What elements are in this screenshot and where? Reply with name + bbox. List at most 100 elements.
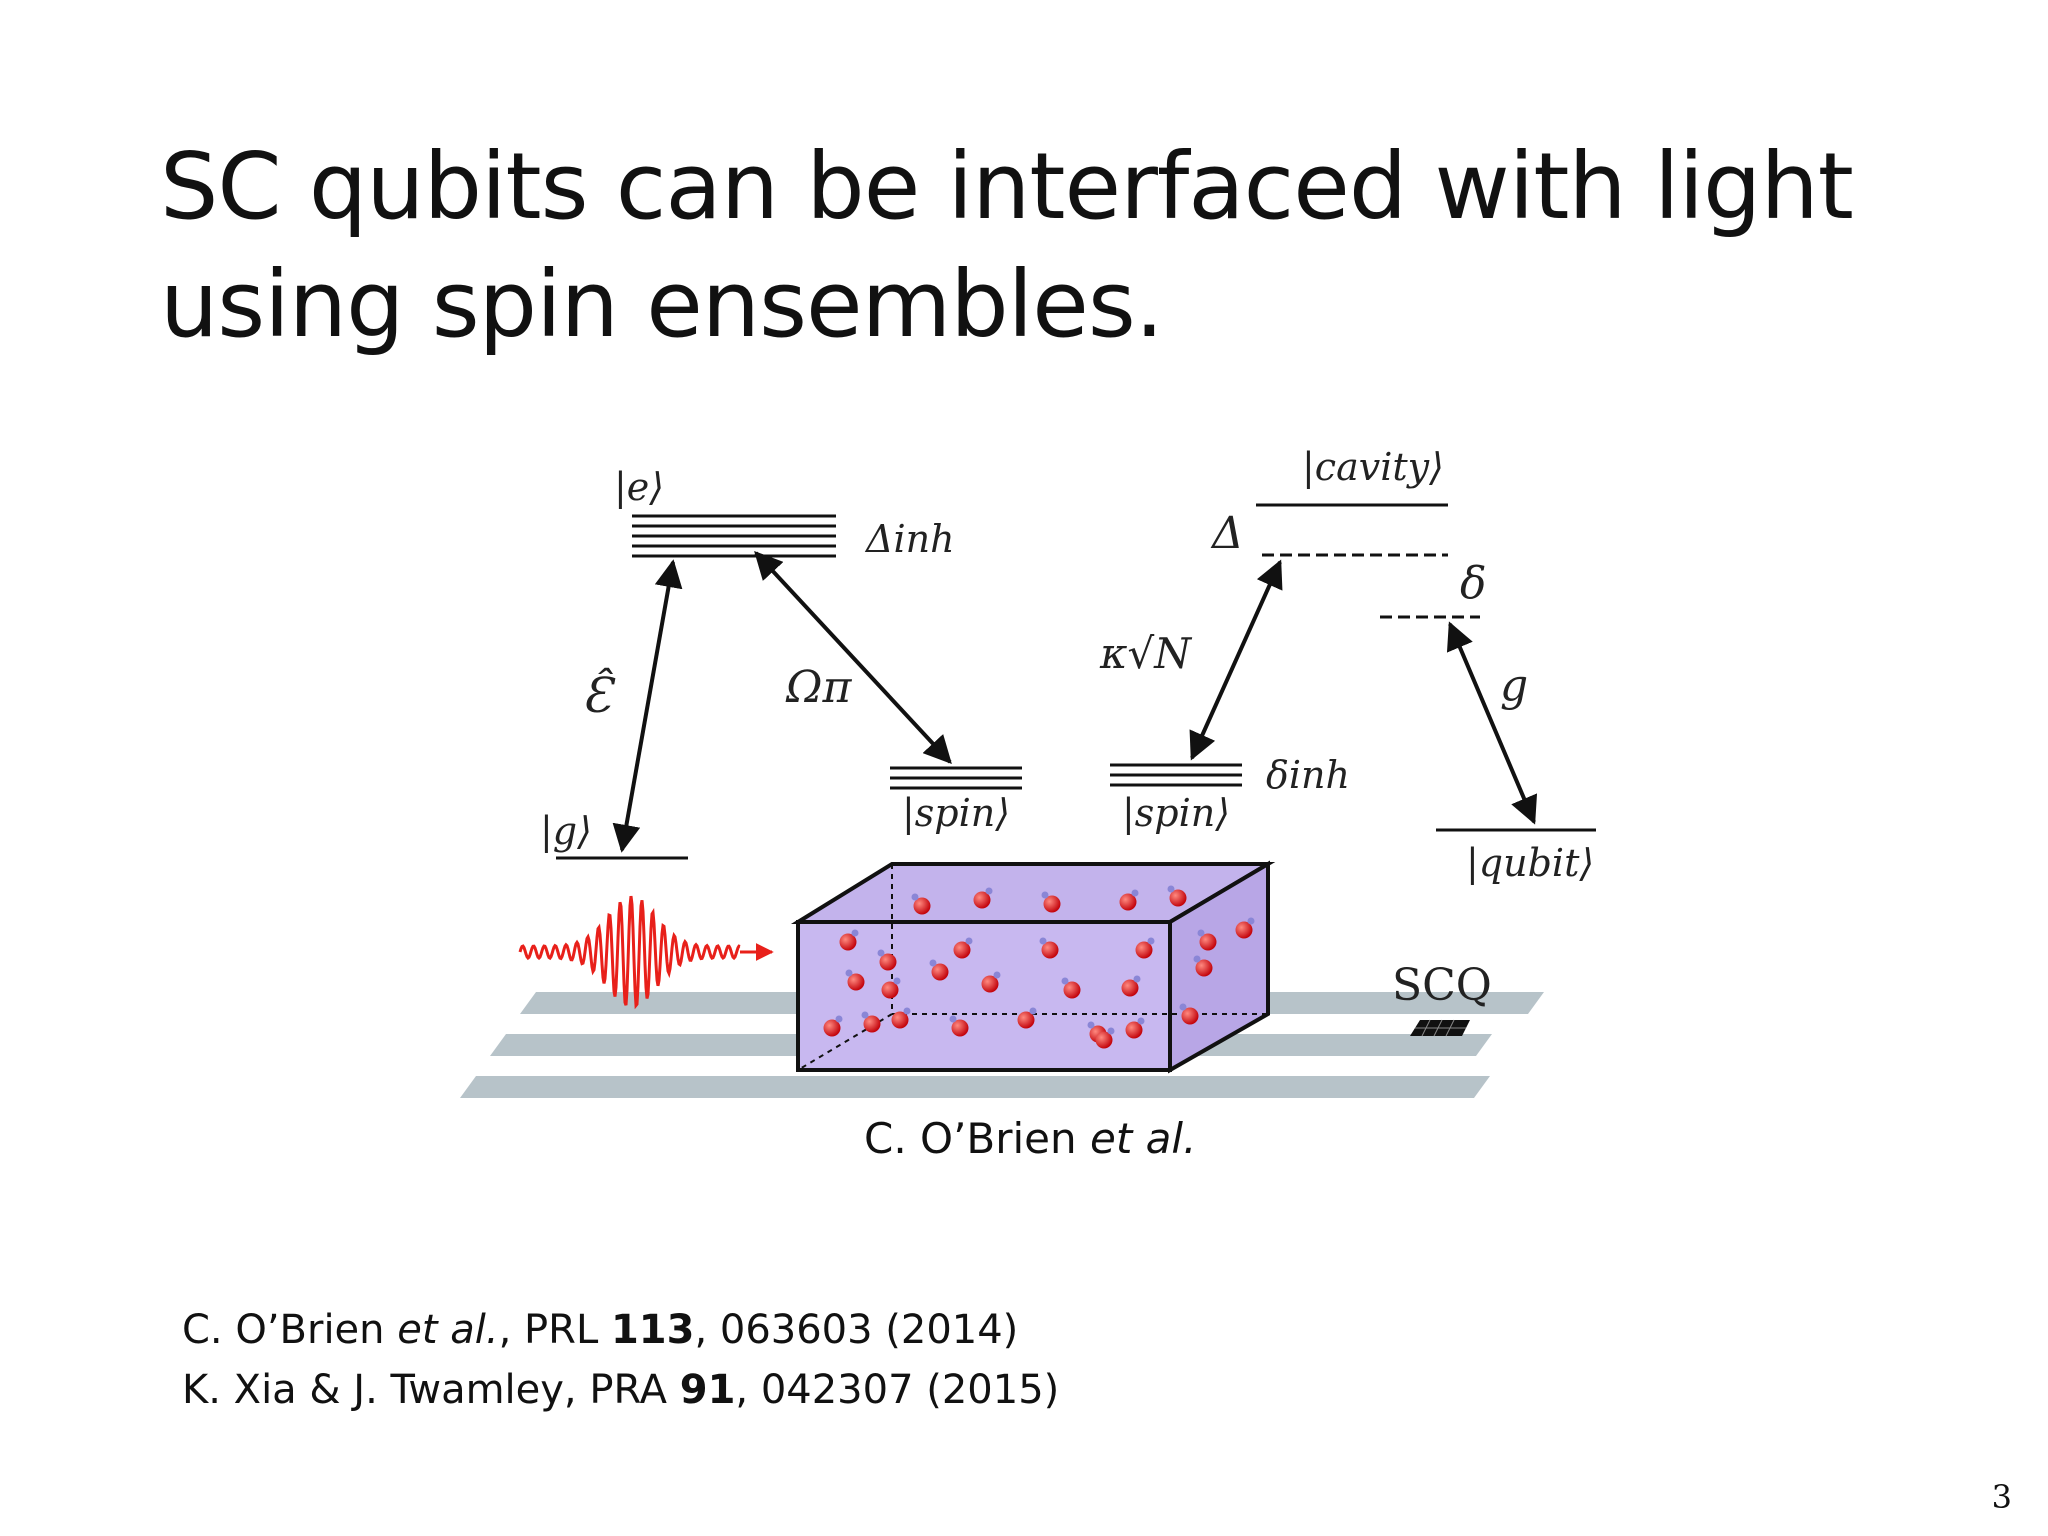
atom [1235,921,1253,939]
spin-atoms [823,885,1255,1049]
atom-spin [1137,1017,1145,1025]
label-SCQ: SCQ [1392,960,1492,1011]
ref1-volume: 113 [610,1307,695,1353]
figure-caption: C. O’Brien et al. [864,1114,1196,1163]
atom [981,975,999,993]
label-g-coupling: g [1500,660,1528,711]
atom-spin [949,1015,957,1023]
scq-chip-icon [1410,1019,1470,1037]
atom-spin [1147,937,1155,945]
atom [847,973,865,991]
label-e: |e⟩ [614,465,664,509]
atom [913,897,931,915]
atom [839,933,857,951]
ref2-volume: 91 [679,1367,736,1413]
arrow-omega-pi [754,550,952,765]
spin-level-right [1110,763,1242,787]
ref2-pre: K. Xia & J. Twamley, PRA [182,1367,680,1413]
atom-spin [1041,891,1049,899]
reference-1: C. O’Brien et al., PRL 113, 063603 (2014… [182,1300,1059,1360]
atom-spin [861,1011,869,1019]
atom-spin [1061,977,1069,985]
ref1-pre: C. O’Brien [182,1307,398,1353]
atom [1195,959,1213,977]
references: C. O’Brien et al., PRL 113, 063603 (2014… [182,1300,1059,1420]
ref1-post: , 063603 (2014) [694,1307,1019,1353]
label-cavity: |cavity⟩ [1302,445,1444,489]
spin-level-left [890,766,1022,790]
atom-spin [1087,1021,1095,1029]
page-number: 3 [1991,1478,2012,1516]
atom-spin [893,977,901,985]
atom [1063,981,1081,999]
light-pulse [518,895,741,1010]
atom [1043,895,1061,913]
atom-spin [1193,955,1201,963]
slide-title-line2: using spin ensembles. [160,251,1164,358]
ref1-mid: , PRL [498,1307,611,1353]
label-spin-left: |spin⟩ [902,791,1010,835]
atom-spin [985,887,993,895]
atom [1095,1031,1113,1049]
label-delta-inh: Δinh [864,517,955,561]
atom-spin [929,959,937,967]
atom [881,981,899,999]
arrow-g [1446,621,1538,825]
atom [1017,1011,1035,1029]
atom [863,1015,881,1033]
atom [1041,941,1059,959]
atom-spin [851,929,859,937]
label-g: |g⟩ [540,809,592,853]
atom [1135,941,1153,959]
excited-level-bundle [632,514,836,558]
atom [1199,933,1217,951]
atom [1121,979,1139,997]
atom [1125,1021,1143,1039]
label-qubit: |qubit⟩ [1466,841,1594,885]
atom-spin [1167,885,1175,893]
atom-spin [1029,1007,1037,1015]
atom-spin [835,1015,843,1023]
spin-ensemble-crystal [790,860,1276,1074]
slide-title: SC qubits can be interfaced with light u… [160,128,1854,364]
atom-spin [1247,917,1255,925]
caption-author: C. O’Brien [864,1114,1090,1163]
label-delta-inh-small: δinh [1266,753,1350,797]
atom-spin [1197,929,1205,937]
atom [879,953,897,971]
atom [1119,893,1137,911]
atom [1169,889,1187,907]
atom [891,1011,909,1029]
atom-spin [1131,889,1139,897]
reference-2: K. Xia & J. Twamley, PRA 91, 042307 (201… [182,1360,1059,1420]
atom [823,1019,841,1037]
label-kappa-sqrtN: κ√N [1099,629,1192,678]
slide-title-line1: SC qubits can be interfaced with light [160,133,1854,240]
ref2-post: , 042307 (2015) [735,1367,1060,1413]
atom-spin [845,969,853,977]
atom-spin [1179,1003,1187,1011]
atom-spin [1107,1027,1115,1035]
ref1-etal: et al. [397,1307,499,1353]
atom-spin [1133,975,1141,983]
label-delta: δ [1460,558,1487,609]
atom [973,891,991,909]
atom-spin [965,937,973,945]
atom-spin [1039,937,1047,945]
label-Delta: Δ [1210,508,1244,559]
arrow-E-field [612,559,683,853]
caption-etal: et al. [1090,1114,1197,1163]
atom-spin [911,893,919,901]
arrow-kappa [1189,559,1283,761]
atom-spin [993,971,1001,979]
atom-spin [877,949,885,957]
label-omega-pi: Ωπ [785,662,852,713]
atom [1181,1007,1199,1025]
atom [951,1019,969,1037]
atom [931,963,949,981]
label-E-field: Ɛ̂ [582,666,616,724]
atom [953,941,971,959]
atom-spin [903,1007,911,1015]
label-spin-right: |spin⟩ [1122,791,1230,835]
